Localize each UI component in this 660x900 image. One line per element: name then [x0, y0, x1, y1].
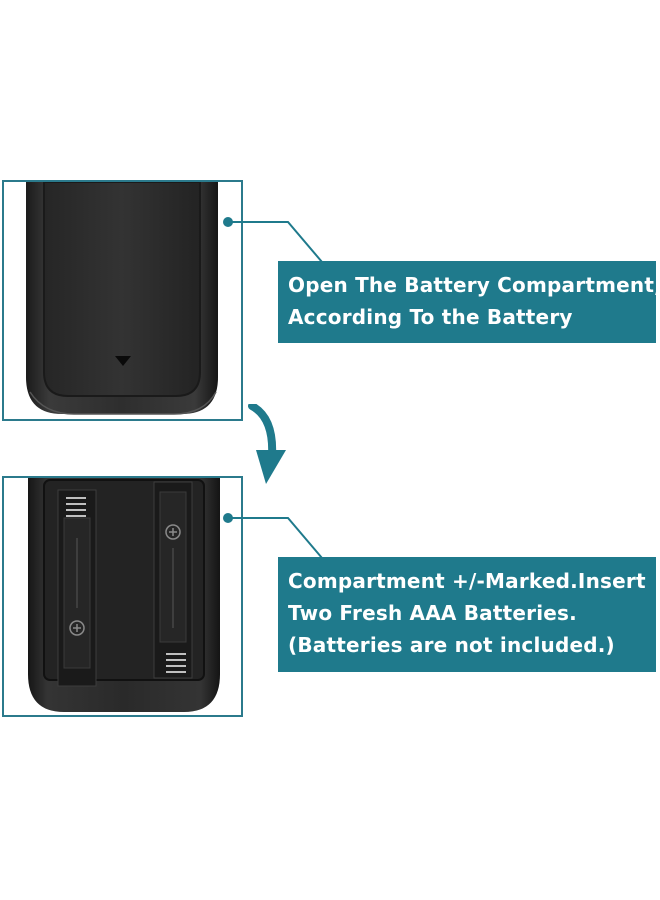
spring-right	[166, 653, 186, 673]
step2-caption: Compartment +/-Marked.Insert Two Fresh A…	[278, 557, 656, 672]
spring-left	[66, 497, 86, 517]
step2-caption-line-3: (Batteries are not included.)	[288, 633, 615, 657]
step2-photo-frame	[2, 476, 243, 717]
step2-caption-line-2: Two Fresh AAA Batteries.	[288, 601, 577, 625]
step1-caption-line-2: According To the Battery	[288, 305, 573, 329]
step1-connector-path	[228, 221, 323, 263]
triangle-down-icon	[115, 356, 131, 366]
remote-back-cover-image	[26, 182, 218, 415]
open-battery-compartment-image	[28, 478, 220, 712]
step1-photo-frame	[2, 180, 243, 421]
step2-caption-line-1: Compartment +/-Marked.Insert	[288, 569, 646, 593]
step1-caption-line-1: Open The Battery Compartment,	[288, 273, 660, 297]
step1-caption: Open The Battery Compartment, According …	[278, 261, 660, 343]
plus-circle-icon	[69, 620, 85, 636]
step2-connector-path	[223, 513, 323, 559]
plus-circle-icon	[165, 524, 181, 540]
curved-down-arrow-icon	[248, 404, 286, 484]
